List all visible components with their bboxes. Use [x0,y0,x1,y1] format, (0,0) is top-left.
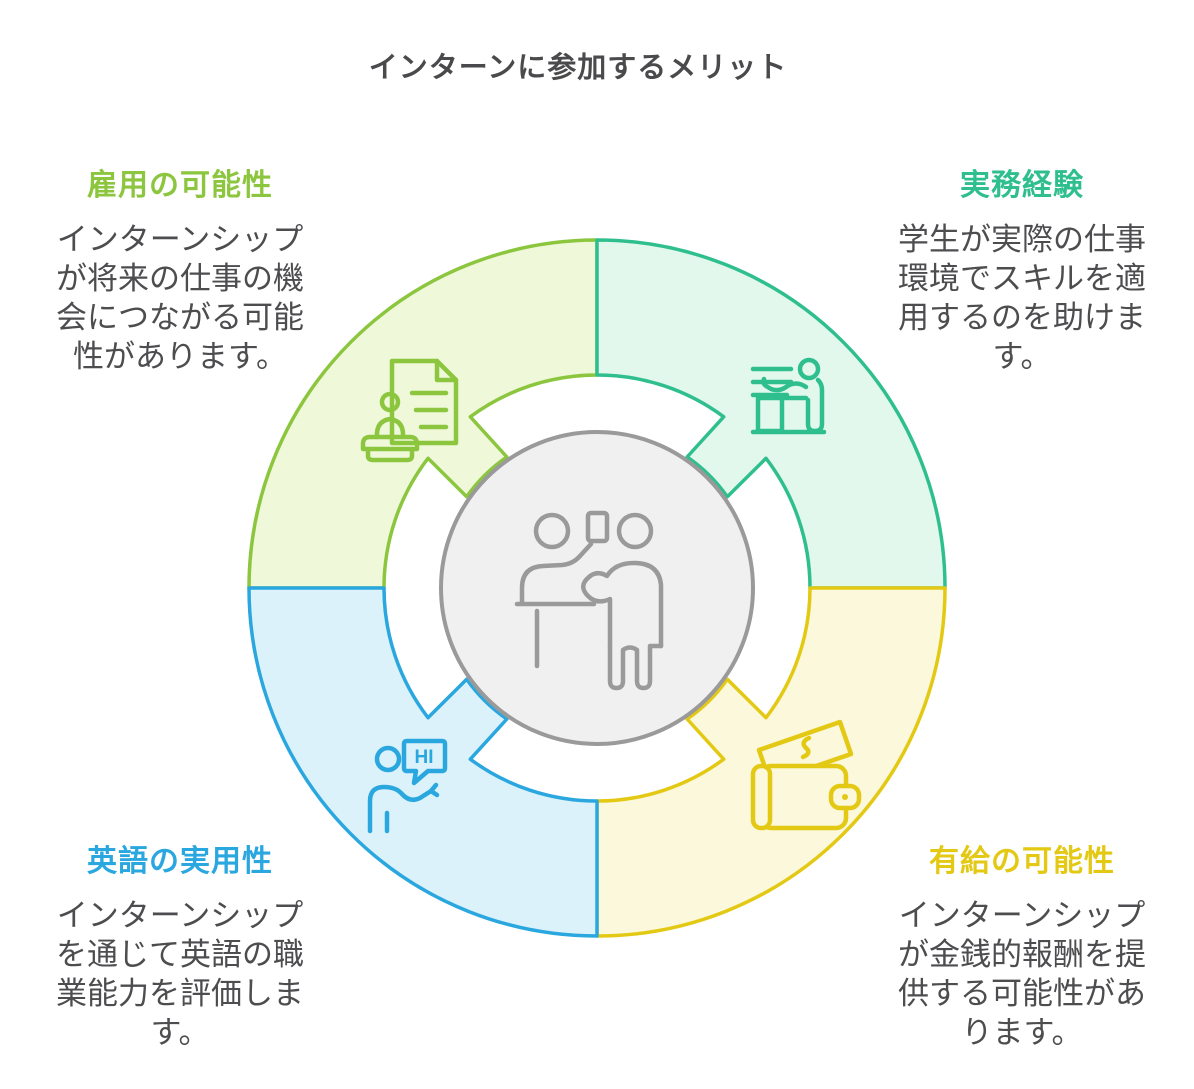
section-label: 英語の実用性 [87,845,273,878]
segment-paid-possibility [595,586,947,938]
section-description: インターンシップが金銭的報酬を提供する可能性があります。 [898,898,1146,1050]
approved-document-stamp-icon [360,358,459,463]
section-label: 実務経験 [960,169,1084,202]
section-description: 学生が実際の仕事環境でスキルを適用するのを助けます。 [898,222,1146,374]
center-hub-circle [439,430,755,746]
section-label: 雇用の可能性 [87,169,273,202]
standing-desk-work-icon [750,357,827,435]
section-label: 有給の可能性 [929,845,1115,878]
wallet-money-icon [750,719,862,831]
section-paid-possibility: 有給の可能性 インターンシップが金銭的報酬を提供する可能性があります。 [862,836,1182,1052]
segment-english-practicality [247,586,599,938]
section-description: インターンシップが将来の仕事の機会につながる可能性があります。 [56,222,304,374]
hi-bubble-text: HI [415,747,434,768]
section-description: インターンシップを通じて英語の職業能力を評価します。 [56,898,304,1050]
interview-meeting-icon [514,510,664,691]
section-practical-experience: 実務経験 学生が実際の仕事環境でスキルを適用するのを助けます。 [862,160,1182,376]
section-employment: 雇用の可能性 インターンシップが将来の仕事の機会につながる可能性があります。 [20,160,340,376]
page-title: インターンに参加するメリット [368,52,788,84]
greeting-speech-bubble-icon: HI [367,738,448,834]
section-english-practicality: 英語の実用性 インターンシップを通じて英語の職業能力を評価します。 [20,836,340,1052]
